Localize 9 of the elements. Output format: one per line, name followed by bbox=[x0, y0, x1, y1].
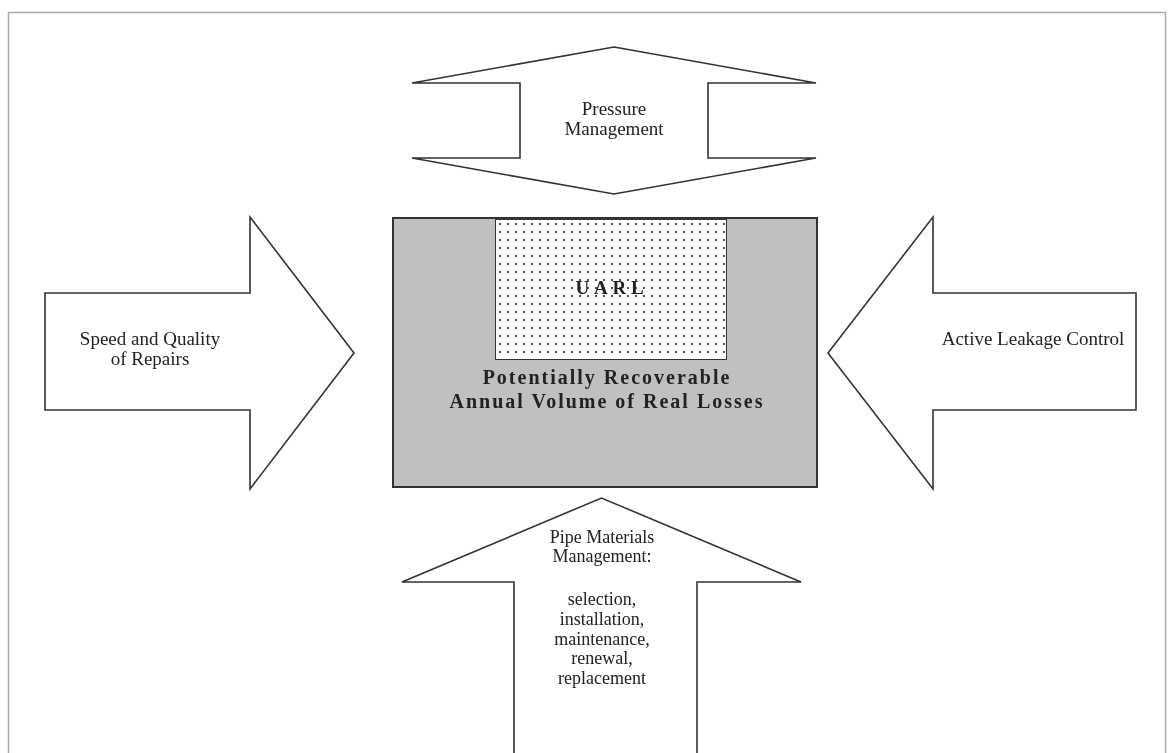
losses-box bbox=[392, 217, 818, 488]
arrow-label: Active Leakage Control bbox=[940, 329, 1126, 349]
box-label: Potentially Recoverable Annual Volume of Real Losses bbox=[448, 365, 766, 413]
arrow-label: Speed and Quality of Repairs bbox=[78, 329, 222, 369]
arrow-detail-text: selection, installation, maintenance, renewal, replacement bbox=[553, 590, 651, 689]
arrow-label: Pressure Management bbox=[563, 99, 665, 139]
arrow-label: Pipe Materials Management: bbox=[548, 528, 656, 566]
uarl-label: UARL bbox=[574, 278, 650, 298]
dotted-box bbox=[495, 219, 727, 360]
